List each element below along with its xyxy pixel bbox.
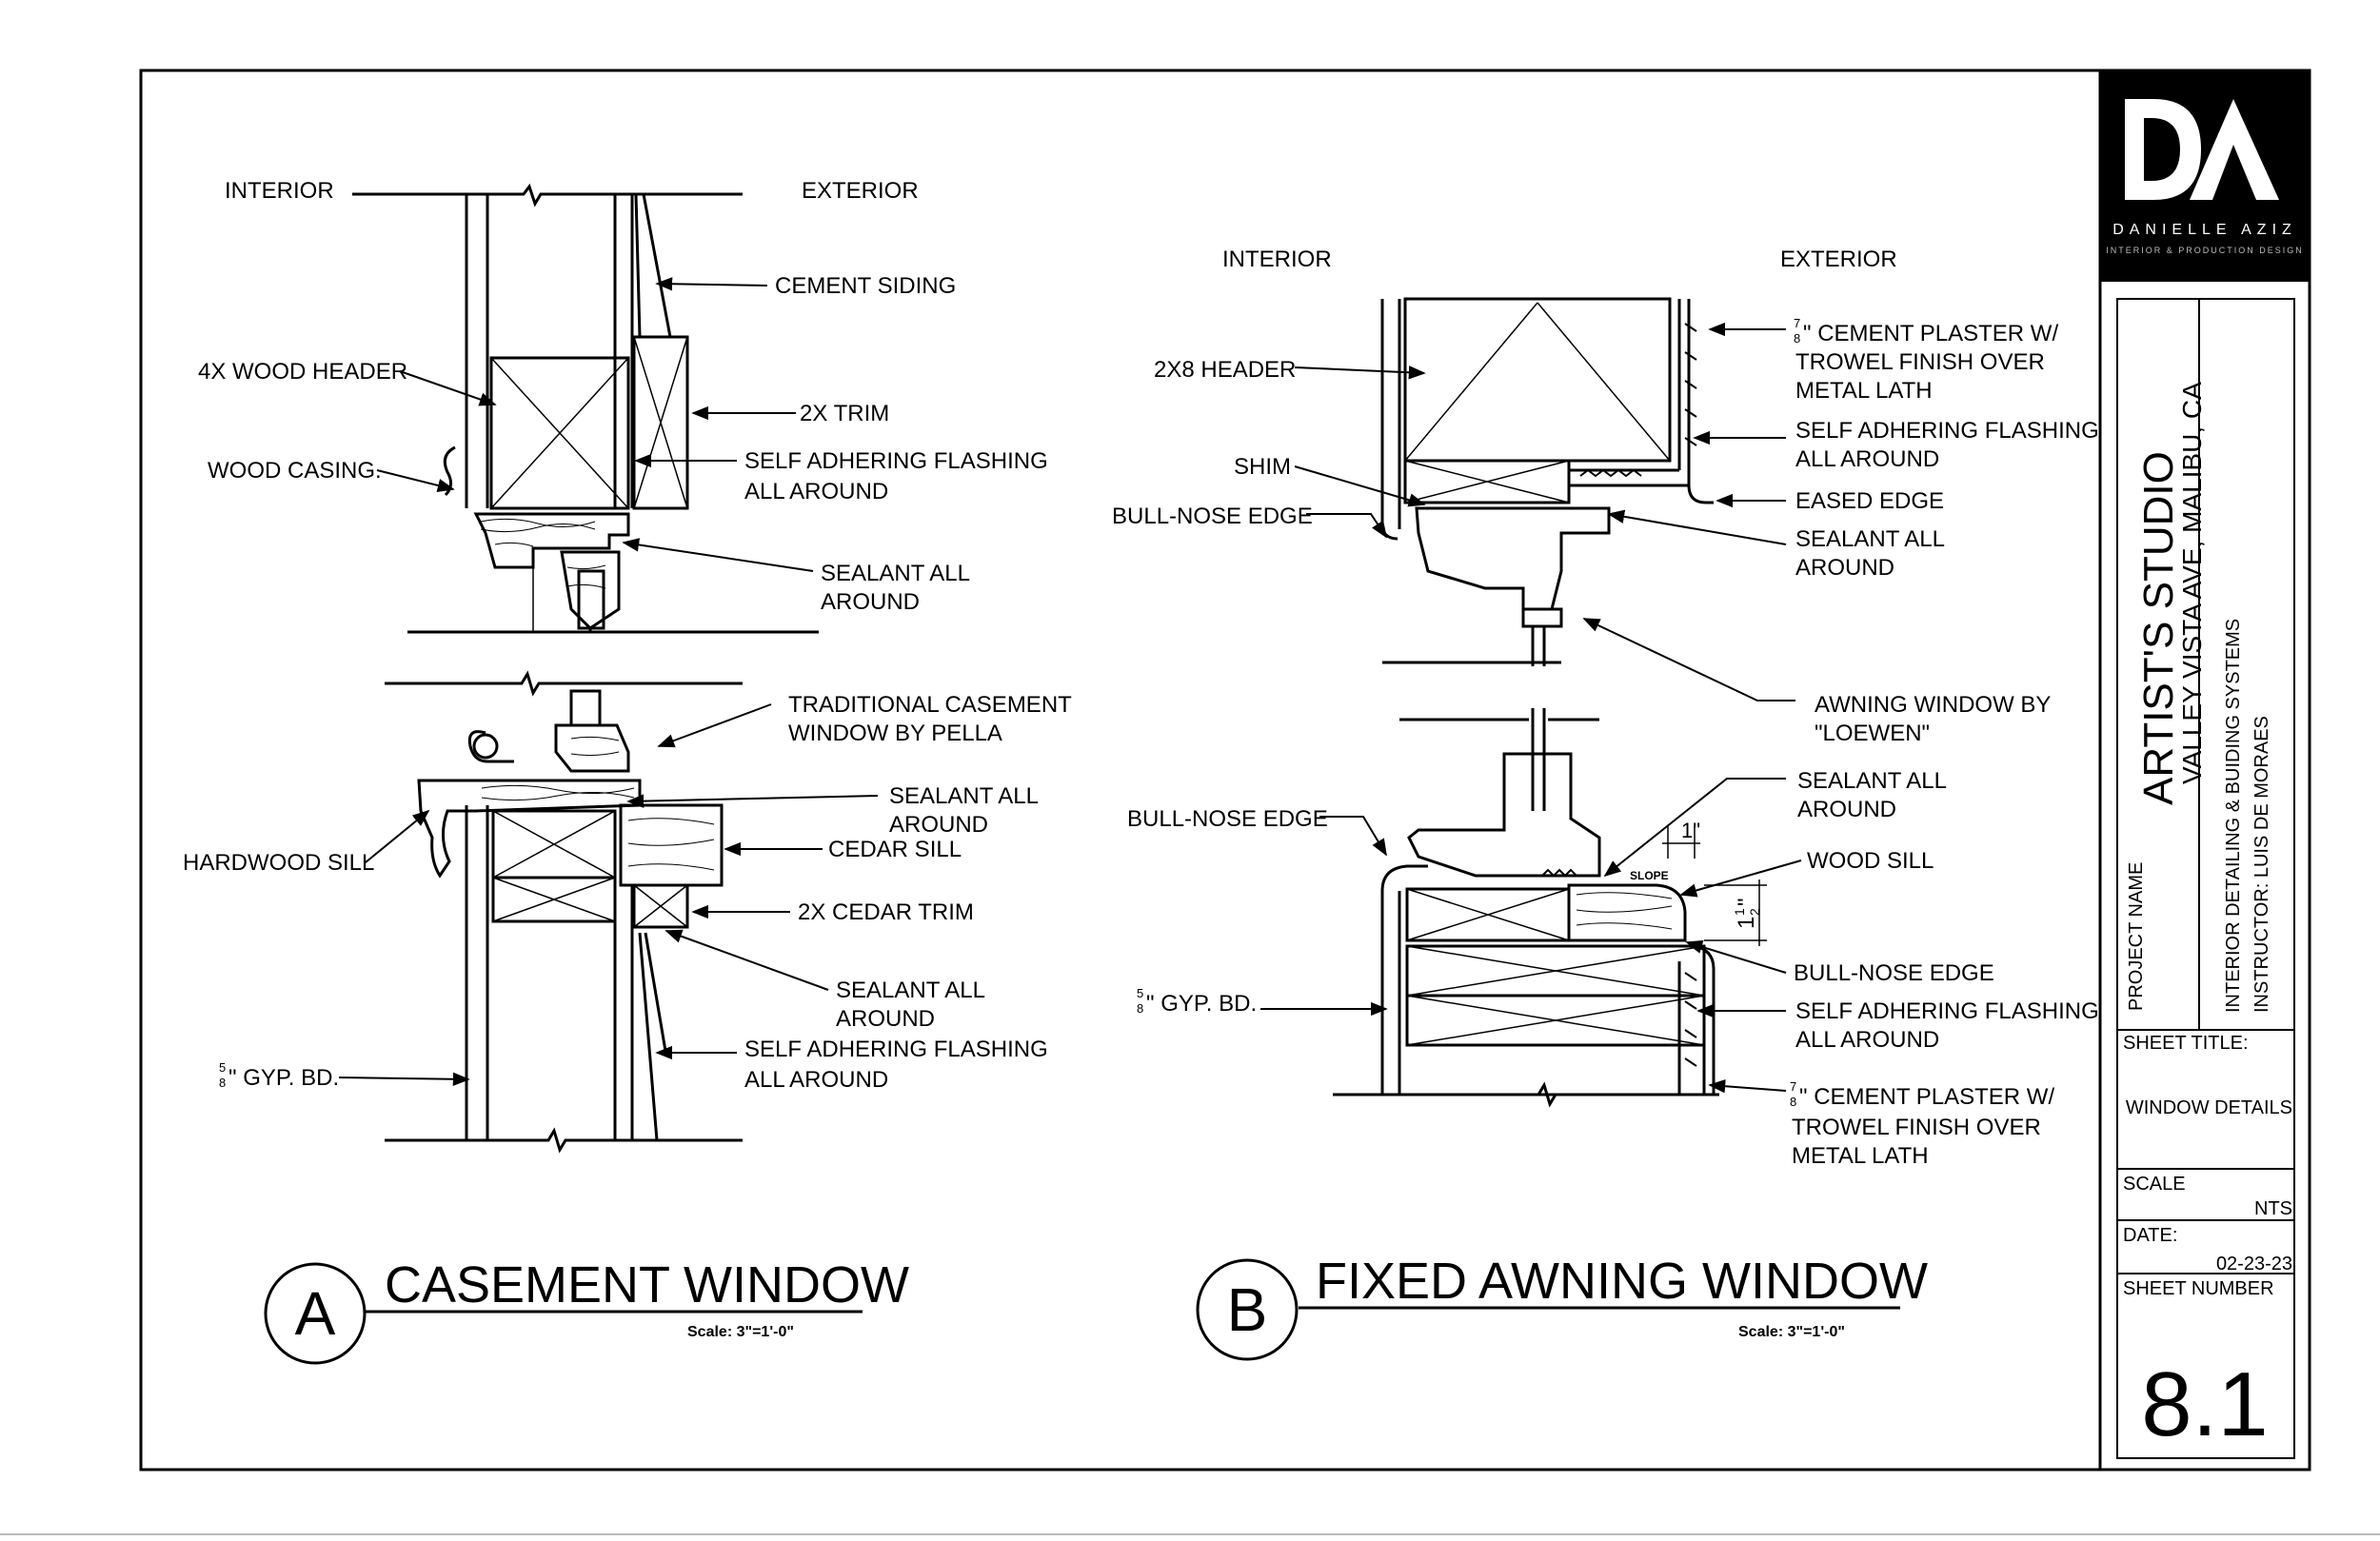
date-value: 02-23-23 [2216, 1254, 2292, 1274]
label-sealant-b2-2: AROUND [1797, 797, 1896, 822]
label-sealant-a2-2: AROUND [889, 812, 988, 838]
label-sealant-b1-2: AROUND [1795, 555, 1894, 581]
label-flashing-bot-1: SELF ADHERING FLASHING [744, 1037, 1048, 1062]
label-awning-2: "LOEWEN" [1815, 721, 1930, 746]
project-name: ARTIST'S STUDIO [2135, 451, 2182, 805]
detail-b-bubble [1196, 1258, 1299, 1361]
label-plaster-b1: " CEMENT PLASTER W/ [1799, 1084, 2054, 1110]
label-plaster-b-den: 8 [1790, 1095, 1796, 1109]
label-flashing-b2: ALL AROUND [1795, 446, 1939, 472]
label-plaster-1: " CEMENT PLASTER W/ [1803, 321, 2058, 346]
label-flashing-b1: SELF ADHERING FLASHING [1795, 418, 2099, 444]
logo: DANIELLE AZIZ INTERIOR & PRODUCTION DESI… [2106, 99, 2304, 255]
label-eased-edge: EASED EDGE [1795, 488, 1944, 514]
logo-tagline: INTERIOR & PRODUCTION DESIGN [2106, 246, 2304, 255]
label-flashing-b4: ALL AROUND [1795, 1027, 1939, 1053]
logo-name: DANIELLE AZIZ [2112, 222, 2297, 238]
svg-text:1: 1 [1734, 917, 1759, 929]
sheet-title-label: SHEET TITLE: [2123, 1033, 2249, 1054]
sheet-number-label: SHEET NUMBER [2123, 1278, 2274, 1299]
label-flashing-bot-2: ALL AROUND [744, 1067, 888, 1093]
detail-b-title: FIXED AWNING WINDOW [1316, 1253, 1928, 1310]
detail-a-scale: Scale: 3"=1'-0" [687, 1324, 794, 1340]
label-plaster-b3: METAL LATH [1792, 1143, 1929, 1169]
label-sealant-a3-2: AROUND [836, 1006, 935, 1032]
label-sealant-b2-1: SEALANT ALL [1797, 768, 1947, 794]
svg-text:2: 2 [1747, 908, 1762, 916]
label-bull-nose-1: BULL-NOSE EDGE [1112, 504, 1313, 529]
label-traditional-casement-1: TRADITIONAL CASEMENT [788, 692, 1072, 718]
label-sealant-a2-1: SEALANT ALL [889, 783, 1039, 809]
label-gyp-a: " GYP. BD. [228, 1065, 339, 1091]
detail-a-casement: INTERIOR EXTERIOR [183, 178, 1072, 1365]
label-cement-siding: CEMENT SIDING [775, 273, 956, 299]
course-name: INTERIOR DETAILING & BUIDING SYSTEMS [2223, 619, 2244, 1013]
label-gyp-num-b: 5 [1137, 986, 1143, 1000]
project-address: VALLEY VISTA AVE, MALIBU, CA [2177, 382, 2207, 784]
scale-value: NTS [2254, 1198, 2292, 1219]
label-plaster-2: TROWEL FINISH OVER [1795, 349, 2045, 375]
label-flashing-top-1: SELF ADHERING FLASHING [744, 448, 1048, 474]
detail-b-letter: B [1227, 1275, 1268, 1344]
instructor: INSTRUCTOR: LUIS DE MORAES [2251, 716, 2272, 1013]
sheet-title: WINDOW DETAILS [2126, 1097, 2292, 1118]
label-sealant-a3-1: SEALANT ALL [836, 978, 985, 1003]
label-sealant-a1-1: SEALANT ALL [821, 561, 970, 586]
detail-a-bubble [264, 1262, 367, 1365]
dim-1-inch: 1" [1681, 819, 1700, 842]
detail-b-awning: INTERIOR EXTERIOR [1112, 247, 2099, 1361]
detail-b-scale: Scale: 3"=1'-0" [1738, 1324, 1845, 1340]
label-gyp-den-a: 8 [219, 1076, 226, 1090]
label-gyp-b: " GYP. BD. [1146, 991, 1257, 1017]
label-gyp-den-b: 8 [1137, 1001, 1143, 1016]
project-name-label: PROJECT NAME [2126, 862, 2147, 1011]
label-awning-1: AWNING WINDOW BY [1815, 692, 2051, 718]
label-4x-wood-header: 4X WOOD HEADER [198, 359, 407, 385]
detail-a-interior-label: INTERIOR [225, 178, 334, 204]
dim-1-half-inch: 1 1 2 " [1732, 898, 1762, 929]
svg-text:": " [1734, 898, 1759, 906]
label-flashing-b3: SELF ADHERING FLASHING [1795, 998, 2099, 1024]
date-label: DATE: [2123, 1225, 2177, 1246]
label-hardwood-sill: HARDWOOD SILL [183, 850, 374, 876]
label-bull-nose-3: BULL-NOSE EDGE [1794, 960, 1994, 986]
label-slope: SLOPE [1630, 869, 1669, 882]
label-2x-cedar-trim: 2X CEDAR TRIM [798, 899, 974, 925]
sheet-border [139, 69, 2311, 1472]
label-wood-sill: WOOD SILL [1807, 848, 1934, 874]
label-sealant-b1-1: SEALANT ALL [1795, 526, 1945, 552]
label-plaster-num: 7 [1794, 316, 1800, 330]
sheet-number: 8.1 [2141, 1353, 2268, 1455]
label-shim: SHIM [1234, 454, 1291, 480]
detail-b-exterior-label: EXTERIOR [1780, 247, 1897, 272]
label-2x8-header: 2X8 HEADER [1154, 357, 1296, 383]
label-cedar-sill: CEDAR SILL [828, 837, 962, 862]
scale-label: SCALE [2123, 1174, 2186, 1195]
detail-a-title: CASEMENT WINDOW [385, 1256, 909, 1314]
title-block: DANIELLE AZIZ INTERIOR & PRODUCTION DESI… [2098, 70, 2310, 1470]
label-plaster-3: METAL LATH [1795, 378, 1933, 404]
detail-a-exterior-label: EXTERIOR [802, 178, 919, 204]
detail-b-interior-label: INTERIOR [1222, 247, 1332, 272]
label-traditional-casement-2: WINDOW BY PELLA [788, 721, 1002, 746]
label-plaster-den: 8 [1794, 331, 1800, 346]
svg-text:1: 1 [1732, 908, 1747, 916]
label-flashing-top-2: ALL AROUND [744, 479, 888, 504]
detail-a-letter: A [295, 1279, 336, 1348]
label-sealant-a1-2: AROUND [821, 589, 920, 615]
label-wood-casing: WOOD CASING. [208, 458, 382, 484]
label-2x-trim: 2X TRIM [800, 401, 889, 426]
label-bull-nose-2: BULL-NOSE EDGE [1127, 806, 1328, 832]
label-plaster-b2: TROWEL FINISH OVER [1792, 1115, 2041, 1140]
label-gyp-num-a: 5 [219, 1060, 226, 1075]
label-plaster-b-num: 7 [1790, 1079, 1796, 1094]
